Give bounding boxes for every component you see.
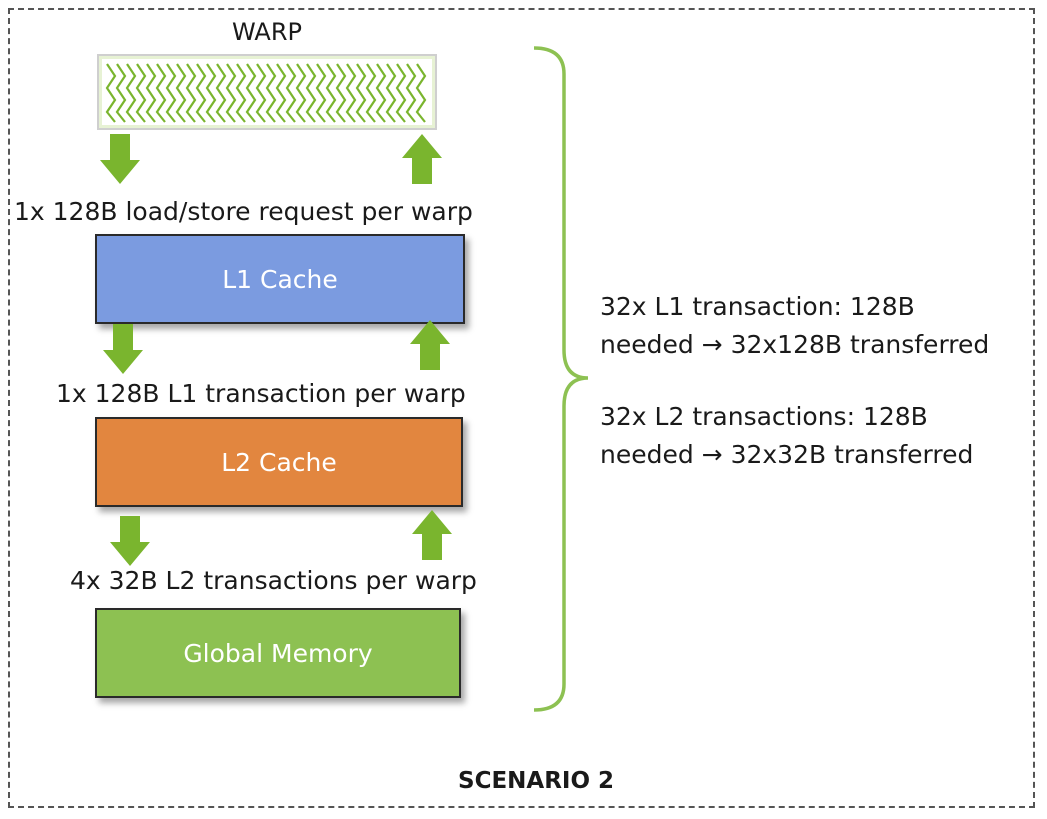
global-memory-label: Global Memory — [183, 638, 373, 668]
l1-note-line1: 32x L1 transaction: 128B — [600, 292, 915, 321]
warp-box — [97, 54, 437, 130]
warp-thread — [175, 63, 187, 123]
warp-thread — [185, 63, 197, 123]
warp-thread — [145, 63, 157, 123]
warp-thread — [405, 63, 417, 123]
warp-thread — [385, 63, 397, 123]
warp-thread — [235, 63, 247, 123]
warp-thread — [415, 63, 427, 123]
down-arrow-icon — [103, 324, 143, 374]
up-arrow-icon — [402, 134, 442, 184]
warp-thread — [305, 63, 317, 123]
warp-thread — [265, 63, 277, 123]
up-arrow-icon — [410, 320, 450, 370]
warp-thread — [355, 63, 367, 123]
l2-note: 32x L2 transactions: 128B needed → 32x32… — [600, 398, 973, 474]
warp-thread — [115, 63, 127, 123]
warp-title: WARP — [232, 18, 302, 46]
l1-cache-label: L1 Cache — [222, 264, 338, 294]
curly-brace — [533, 46, 589, 712]
up-arrow-icon — [412, 510, 452, 560]
l2-cache-label: L2 Cache — [221, 447, 337, 477]
global-memory-block: Global Memory — [95, 608, 461, 698]
warp-thread — [375, 63, 387, 123]
warp-thread — [255, 63, 267, 123]
warp-thread — [205, 63, 217, 123]
warp-thread — [275, 63, 287, 123]
warp-thread — [365, 63, 377, 123]
request-label: 1x 128B load/store request per warp — [14, 197, 473, 226]
warp-thread — [245, 63, 257, 123]
warp-thread — [135, 63, 147, 123]
warp-thread — [325, 63, 337, 123]
warp-thread — [315, 63, 327, 123]
warp-thread — [195, 63, 207, 123]
warp-thread — [395, 63, 407, 123]
scenario-frame — [8, 8, 1035, 808]
l2-cache-block: L2 Cache — [95, 417, 463, 507]
warp-thread — [285, 63, 297, 123]
l1-note: 32x L1 transaction: 128B needed → 32x128… — [600, 288, 989, 364]
l2-note-line1: 32x L2 transactions: 128B — [600, 402, 928, 431]
l1-cache-block: L1 Cache — [95, 234, 465, 324]
scenario-label: SCENARIO 2 — [458, 768, 615, 794]
warp-thread — [335, 63, 347, 123]
down-arrow-icon — [110, 516, 150, 566]
warp-thread — [165, 63, 177, 123]
l1-transaction-label: 1x 128B L1 transaction per warp — [56, 379, 466, 408]
warp-thread — [105, 63, 117, 123]
warp-thread — [215, 63, 227, 123]
warp-thread — [225, 63, 237, 123]
down-arrow-icon — [100, 134, 140, 184]
l1-note-line2: needed → 32x128B transferred — [600, 330, 990, 359]
warp-threads-icon — [105, 63, 427, 123]
warp-thread — [345, 63, 357, 123]
warp-thread — [295, 63, 307, 123]
warp-thread — [125, 63, 137, 123]
l2-transactions-label: 4x 32B L2 transactions per warp — [70, 566, 477, 595]
l2-note-line2: needed → 32x32B transferred — [600, 440, 974, 469]
warp-thread — [155, 63, 167, 123]
